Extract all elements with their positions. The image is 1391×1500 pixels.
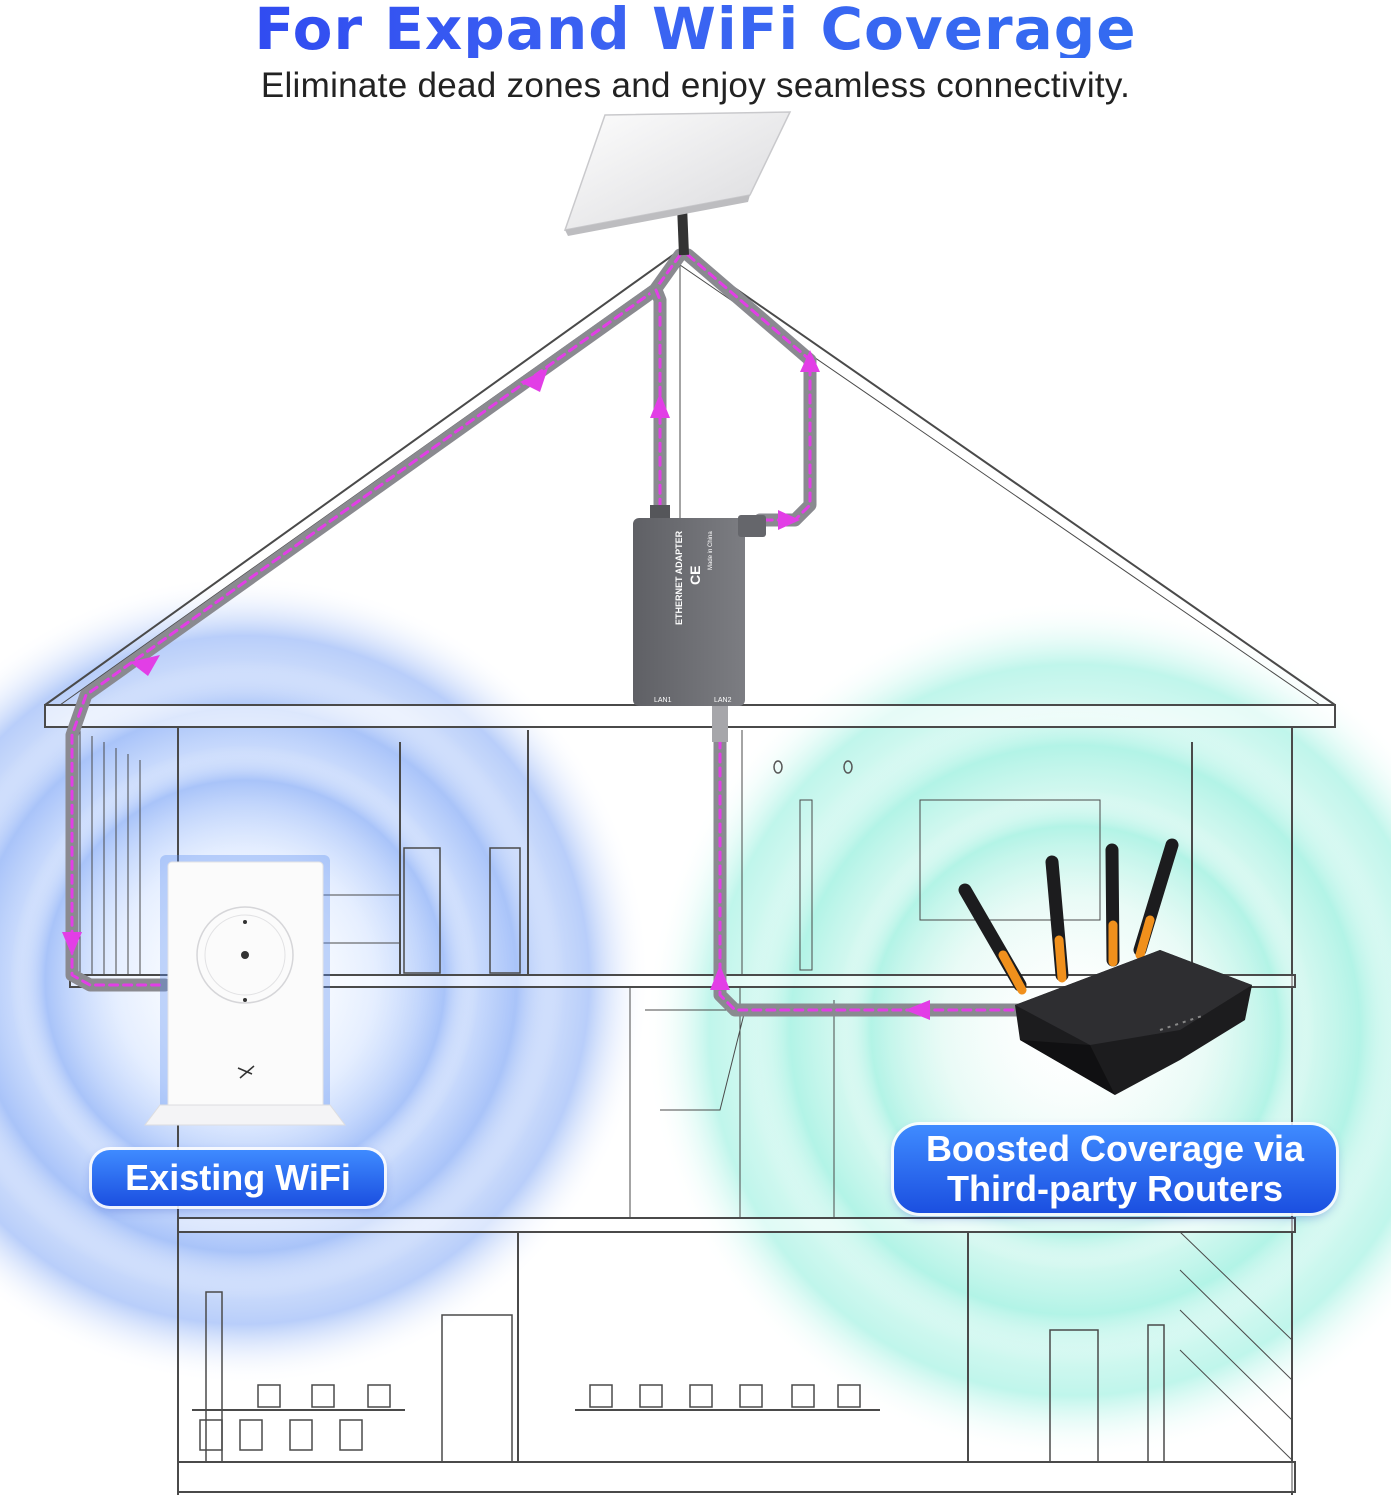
flow-arrow-icon [710,965,730,990]
third-party-router-icon [958,838,1252,1095]
boosted-coverage-callout: Boosted Coverage via Third-party Routers [894,1125,1336,1213]
adapter-port-lan1: LAN1 [654,697,672,704]
ceiling-lamps [773,760,853,774]
boosted-wifi-coverage [645,600,1391,1460]
flow-arrow-icon [800,350,820,372]
adapter-label: ETHERNET ADAPTER [674,530,684,625]
adapter-ce-mark: CE [687,566,703,585]
boosted-coverage-line1: Boosted Coverage via [925,1128,1305,1169]
boosted-coverage-line2: Third-party Routers [946,1168,1284,1209]
flow-arrow-icon [520,368,548,392]
page-title: For Expand WiFi Coverage [0,0,1391,58]
house-outline [44,248,1336,1495]
meeting-chairs [199,1384,861,1451]
page-subtitle: Eliminate dead zones and enjoy seamless … [260,66,1131,105]
flow-arrows [62,350,930,1020]
satellite-dish-icon [563,111,792,256]
existing-wifi-callout: Existing WiFi [92,1150,384,1206]
wifi-router-icon [144,855,346,1126]
ethernet-adapter-icon: ETHERNET ADAPTER CE Made in China LAN1 L… [633,505,766,742]
flow-arrow-icon [778,510,800,530]
flow-arrow-icon [905,1000,930,1020]
flow-arrow-icon [650,393,670,418]
adapter-origin: Made in China [708,531,714,570]
flow-arrow-icon [62,932,82,956]
flow-arrow-icon [130,655,160,676]
adapter-port-lan2: LAN2 [714,697,732,704]
